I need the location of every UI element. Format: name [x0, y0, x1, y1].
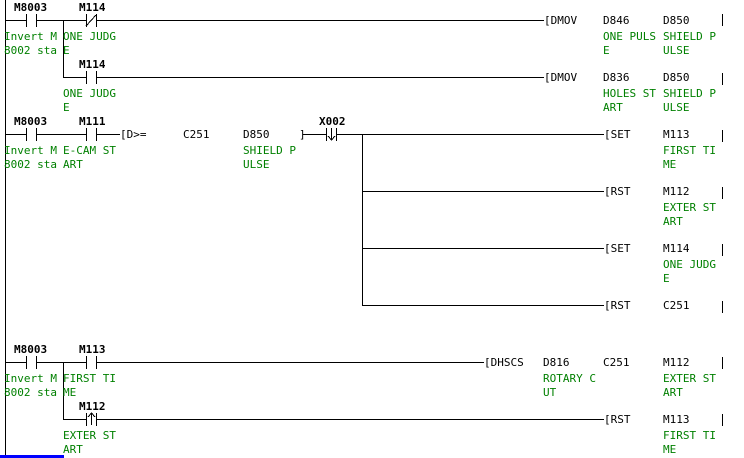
rung2-set-m113-op[interactable]: [SET: [604, 128, 631, 141]
rung2-m8003-device[interactable]: M8003: [14, 115, 48, 128]
rung1-m114-no-comment-2: E: [63, 101, 70, 114]
rung2-compare-b-comment-2: ULSE: [243, 158, 270, 171]
rung1-dmov-src-comment-2: E: [603, 44, 610, 57]
rung3-dhscs-d-comment-2: ART: [663, 386, 683, 399]
rung1-dmov2-src[interactable]: D836: [603, 71, 630, 84]
rung3-m112-comment-2: ART: [63, 443, 83, 456]
rung3-dhscs-op[interactable]: [DHSCS: [484, 356, 524, 369]
rung1-dmov-dst-comment-2: ULSE: [663, 44, 690, 57]
rung2-m111-device[interactable]: M111: [79, 115, 106, 128]
rung1-dmov-src-comment-1: ONE PULS: [603, 30, 656, 43]
rung3-m8003-comment-2: 8002 sta: [4, 386, 57, 399]
rung2-set-m114-device[interactable]: M114: [663, 242, 690, 255]
rung2-m8003-comment-2: 8002 sta: [4, 158, 57, 171]
rung1-dmov2-dst-comment-2: ULSE: [663, 101, 690, 114]
rung3-dhscs-d[interactable]: M112: [663, 356, 690, 369]
rung2-m8003-comment-1: Invert M: [4, 144, 57, 157]
rung3-dhscs-s1-comment-1: ROTARY C: [543, 372, 596, 385]
rung3-rst-m113-device[interactable]: M113: [663, 413, 690, 426]
rung1-m114-nc-comment-2: E: [63, 44, 70, 57]
rung1-dmov2-dst-comment-1: SHIELD P: [663, 87, 716, 100]
rung2-compare-op[interactable]: [D>=: [120, 128, 147, 141]
rung2-set-m114-comment-2: E: [663, 272, 670, 285]
rung2-x002-device[interactable]: X002: [319, 115, 346, 128]
rung3-dhscs-s1[interactable]: D816: [543, 356, 570, 369]
rung1-m114-nc-comment-1: ONE JUDG: [63, 30, 116, 43]
rung3-rst-m113-comment-2: ME: [663, 443, 677, 456]
rung2-rst-c251-device[interactable]: C251: [663, 299, 690, 312]
rung1-m114-nc-device[interactable]: M114: [79, 1, 106, 14]
rung3-rst-m113-comment-1: FIRST TI: [663, 429, 716, 442]
rung1-dmov-dst[interactable]: D850: [663, 14, 690, 27]
rung2-rst-m112-comment-2: ART: [663, 215, 683, 228]
rung1-dmov-dst-comment-1: SHIELD P: [663, 30, 716, 43]
rung1-dmov-op[interactable]: [DMOV: [544, 14, 578, 27]
rung3-m8003-device[interactable]: M8003: [14, 343, 48, 356]
rung1-dmov2-op[interactable]: [DMOV: [544, 71, 578, 84]
rung1-m114-no-comment-1: ONE JUDG: [63, 87, 116, 100]
rung3-m113-device[interactable]: M113: [79, 343, 106, 356]
rung2-set-m113-device[interactable]: M113: [663, 128, 690, 141]
rung3-m113-comment-2: ME: [63, 386, 77, 399]
rung1-m8003-comment-2: 8002 sta: [4, 44, 57, 57]
rung3-m112-comment-1: EXTER ST: [63, 429, 116, 442]
rung1-dmov-src[interactable]: D846: [603, 14, 630, 27]
rung2-m111-comment-2: ART: [63, 158, 83, 171]
rung2-set-m113-comment-2: ME: [663, 158, 677, 171]
rung3-m8003-comment-1: Invert M: [4, 372, 57, 385]
rung3-m113-comment-1: FIRST TI: [63, 372, 116, 385]
rung2-compare-a[interactable]: C251: [183, 128, 210, 141]
rung2-set-m113-comment-1: FIRST TI: [663, 144, 716, 157]
rung2-rst-m112-op[interactable]: [RST: [604, 185, 631, 198]
rung1-dmov2-dst[interactable]: D850: [663, 71, 690, 84]
rung3-rst-m113-op[interactable]: [RST: [604, 413, 631, 426]
rung2-compare-b[interactable]: D850: [243, 128, 270, 141]
rung2-rst-m112-comment-1: EXTER ST: [663, 201, 716, 214]
rung3-dhscs-s1-comment-2: UT: [543, 386, 557, 399]
rung3-m112-device[interactable]: M112: [79, 400, 106, 413]
rung2-set-m114-op[interactable]: [SET: [604, 242, 631, 255]
rung1-m8003-device[interactable]: M8003: [14, 1, 48, 14]
editor-cursor[interactable]: [0, 455, 64, 458]
rung2-rst-c251-op[interactable]: [RST: [604, 299, 631, 312]
rung2-compare-bracket: ]: [299, 128, 306, 141]
rung1-dmov2-src-comment-1: HOLES ST: [603, 87, 656, 100]
rung2-set-m114-comment-1: ONE JUDG: [663, 258, 716, 271]
rung1-m114-no-device[interactable]: M114: [79, 58, 106, 71]
rung2-compare-b-comment-1: SHIELD P: [243, 144, 296, 157]
rung2-m111-comment-1: E-CAM ST: [63, 144, 116, 157]
rung3-dhscs-d-comment-1: EXTER ST: [663, 372, 716, 385]
rung1-dmov2-src-comment-2: ART: [603, 101, 623, 114]
rung1-m8003-comment-1: Invert M: [4, 30, 57, 43]
rung3-dhscs-s2[interactable]: C251: [603, 356, 630, 369]
rung2-rst-m112-device[interactable]: M112: [663, 185, 690, 198]
